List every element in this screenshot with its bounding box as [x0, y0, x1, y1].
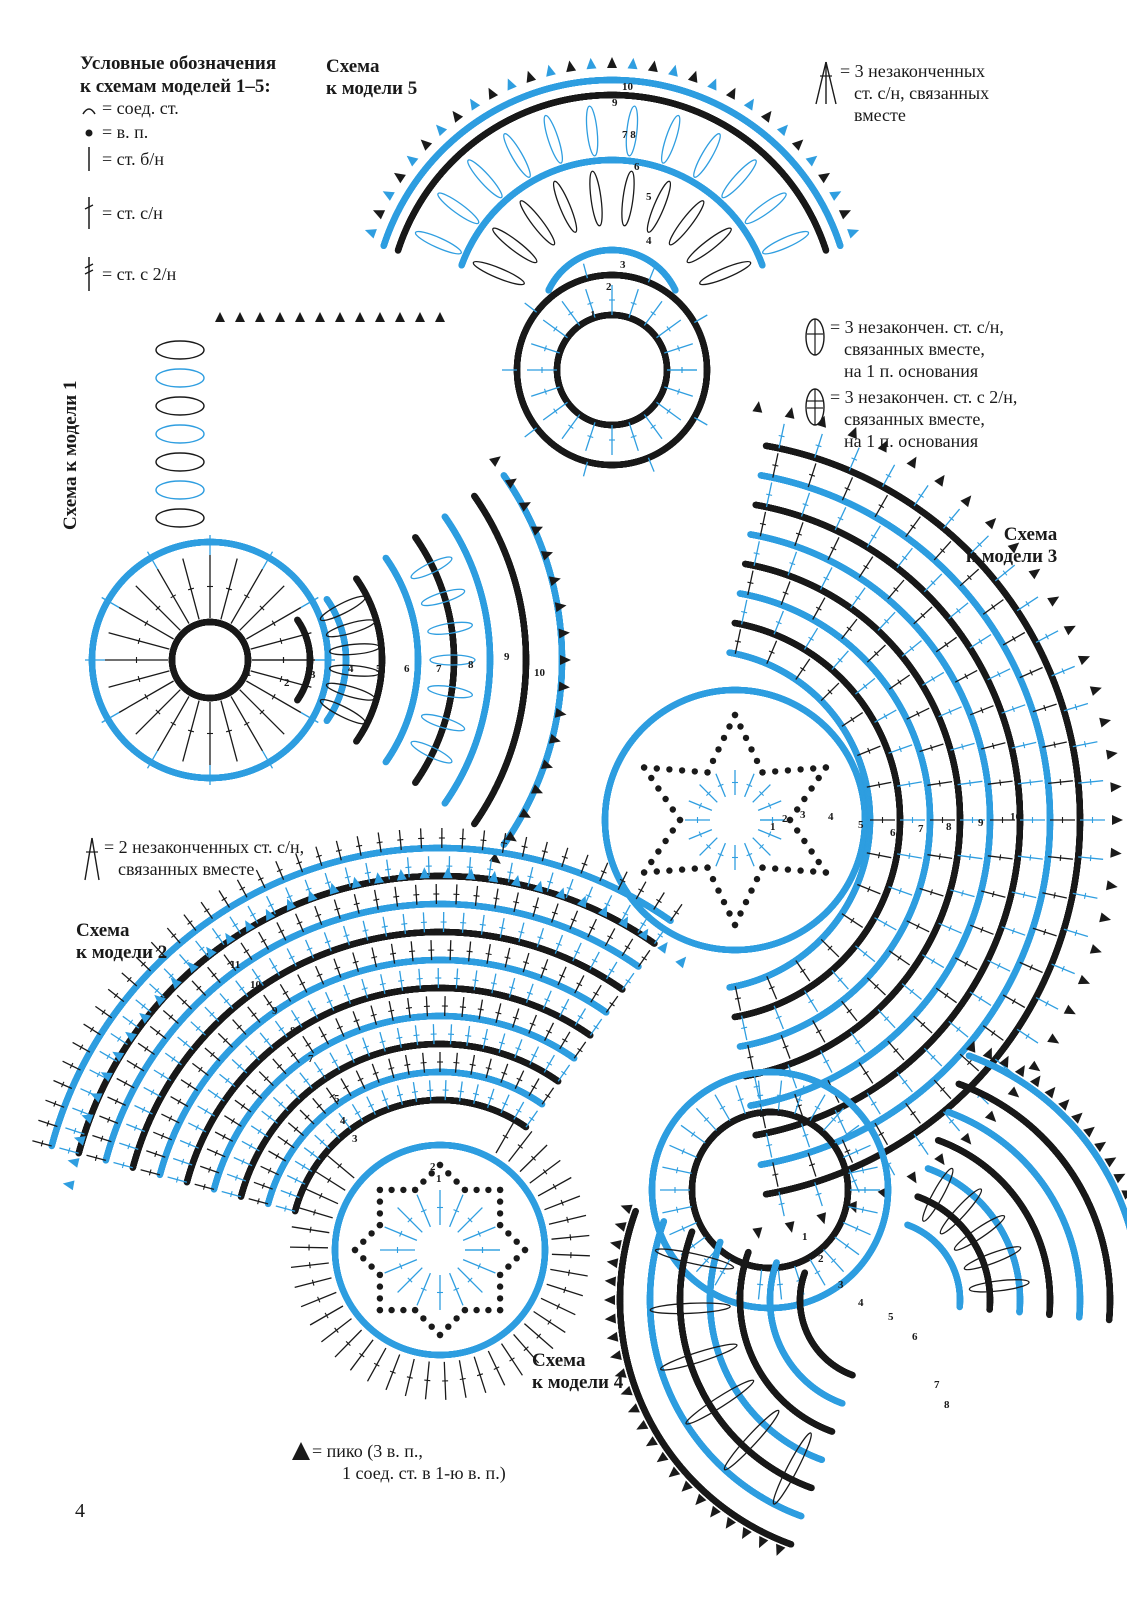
diagram-model-5: 1234567 8910 [365, 57, 859, 476]
